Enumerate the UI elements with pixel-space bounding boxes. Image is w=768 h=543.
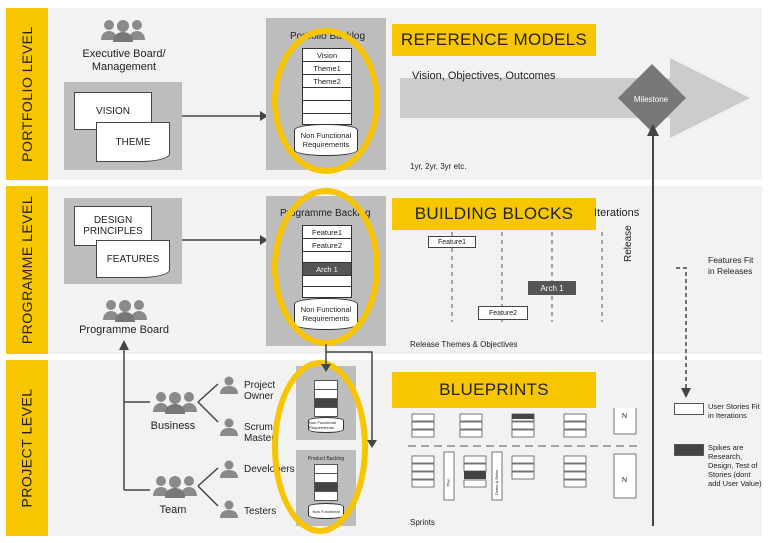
programme-doc-arrow (182, 235, 268, 245)
release-feature1: Feature1 (428, 236, 476, 248)
people-group-icon (153, 392, 197, 414)
legend-spikes: Spikes are Research, Design, Test of Sto… (708, 443, 762, 488)
people-group-icon (153, 476, 197, 498)
features-note: Features Fit in Releases (708, 255, 754, 276)
people-group-icon (101, 20, 145, 42)
portfolio-doc-arrow (182, 111, 268, 121)
iterations-text: Iterations (594, 207, 640, 219)
programme-board-label: Programme Board (79, 324, 169, 336)
building-blocks-ring (272, 188, 380, 346)
release-caption: Release Themes & Objectives (410, 340, 518, 349)
arrow-text: Vision, Objectives, Outcomes (412, 70, 556, 82)
person-icon (220, 376, 238, 394)
timeframe-text: 1yr, 2yr, 3yr etc. (410, 162, 467, 171)
milestone-label: Milestone (633, 95, 669, 104)
features-doc: FEATURES (96, 240, 170, 278)
role-developers: Developers (244, 464, 295, 475)
people-group-icon (103, 300, 147, 322)
blueprints-callout: BLUEPRINTS (392, 372, 596, 408)
n-label-bottom: N (622, 477, 628, 484)
legend-dark-swatch (674, 444, 704, 456)
business-label: Business (150, 420, 196, 432)
role-scrum-master: Scrum Master (244, 422, 275, 444)
sprints-label: Sprints (410, 518, 435, 527)
role-project-owner: Project Owner (244, 380, 276, 402)
team-label: Team (159, 504, 187, 516)
legend-user-stories: User Stories Fit in Iterations (708, 402, 760, 420)
reference-models-ring (272, 28, 380, 174)
portfolio-arrow (400, 58, 750, 138)
programme-level-label: PROGRAMME LEVEL (6, 186, 48, 354)
actor-connectors (119, 340, 219, 507)
release-arrow (647, 124, 659, 526)
executive-board-label: Executive Board/ Management (82, 48, 166, 73)
building-blocks-callout: BUILDING BLOCKS (392, 198, 596, 230)
project-level-label: PROJECT LEVEL (6, 360, 48, 536)
sprint-board (408, 408, 640, 501)
person-icon (220, 418, 238, 436)
n-label-top: N (622, 413, 628, 420)
blueprints-ring (272, 360, 368, 534)
release-arch1: Arch 1 (528, 281, 576, 295)
person-icon (220, 500, 238, 518)
release-label: Release (623, 225, 634, 262)
theme-doc: THEME (96, 122, 170, 162)
portfolio-level-label: PORTFOLIO LEVEL (6, 8, 48, 180)
milestone-diamond (618, 64, 686, 132)
features-dashed-arrow (676, 267, 691, 398)
plan-col-label: Plan (445, 478, 451, 487)
release-feature2: Feature2 (478, 306, 528, 320)
legend-white-swatch (674, 403, 704, 415)
backlog-connector (321, 344, 377, 448)
person-icon (220, 460, 238, 478)
demo-col-label: Demo & Retro (494, 469, 500, 496)
role-testers: Testers (244, 506, 277, 517)
reference-models-callout: REFERENCE MODELS (392, 24, 596, 56)
